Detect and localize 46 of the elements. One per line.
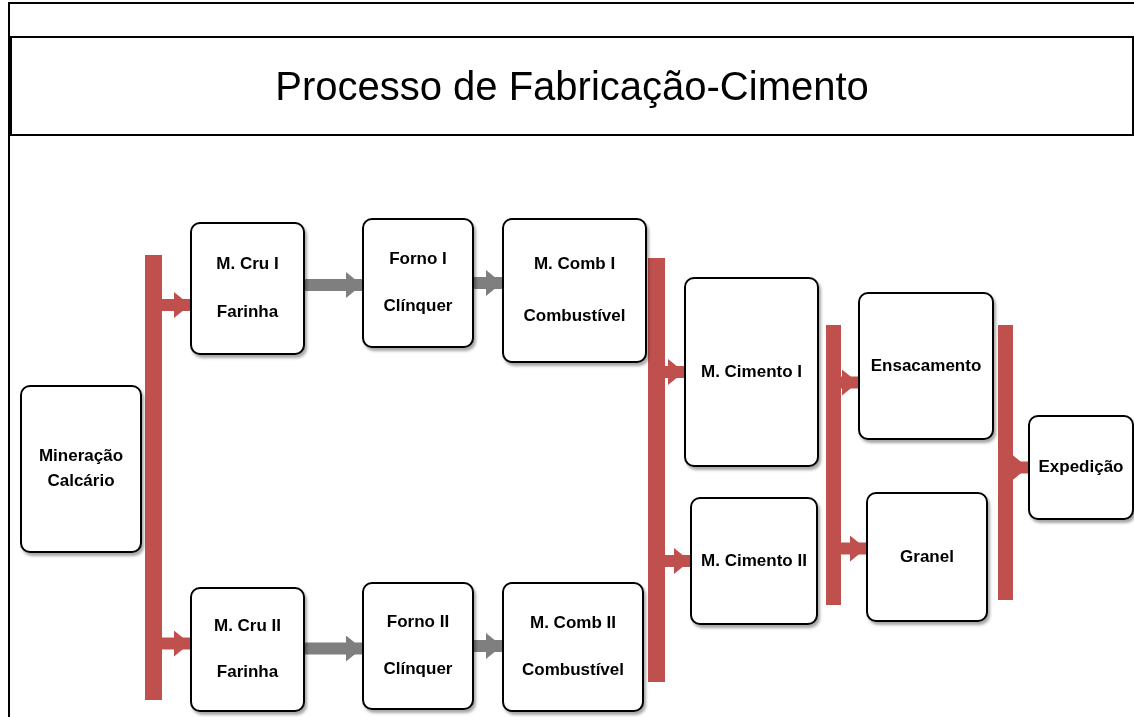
flow-bar <box>145 255 162 700</box>
arrow <box>474 270 502 296</box>
arrow <box>305 635 362 662</box>
node-label: M. Cimento II <box>701 549 807 572</box>
node-label: Forno I <box>389 247 447 270</box>
node-label: Clínquer <box>383 295 453 318</box>
arrow <box>665 359 684 385</box>
node-label: M. Cru II <box>213 615 282 638</box>
flow-bar <box>826 325 841 605</box>
node-label: M. Cimento I <box>700 360 803 383</box>
node-label: Mineração Calcário <box>37 445 125 492</box>
arrow <box>1012 454 1028 481</box>
diagram-title: Processo de Fabricação-Cimento <box>275 63 869 109</box>
node-label: Farinha <box>216 301 279 324</box>
node-label: Expedição <box>1038 456 1124 479</box>
process-box <box>866 492 988 622</box>
flow-bar <box>998 325 1013 600</box>
node-label: Combustível <box>522 659 624 682</box>
process-box <box>690 497 818 625</box>
process-box <box>362 582 474 710</box>
node-label: Farinha <box>216 661 279 684</box>
process-box <box>362 218 474 348</box>
process-box <box>858 292 994 440</box>
node-label: Ensacamento <box>870 354 982 377</box>
node-label: M. Comb I <box>533 252 616 275</box>
node-label: Combustível <box>523 305 626 328</box>
arrow <box>665 548 690 574</box>
process-box <box>20 385 142 553</box>
node-label: Forno II <box>386 611 450 634</box>
node-label: Granel <box>900 545 954 568</box>
process-box <box>190 222 305 355</box>
arrow <box>162 630 190 657</box>
arrow <box>841 535 866 562</box>
node-label: M. Cru I <box>216 252 279 275</box>
process-box <box>1028 415 1134 520</box>
process-box <box>502 582 644 712</box>
process-box <box>502 218 647 363</box>
arrow <box>305 272 362 298</box>
process-box <box>684 277 819 467</box>
node-label: Clínquer <box>383 658 453 681</box>
arrow <box>474 633 502 659</box>
flow-bar <box>648 258 665 682</box>
arrow <box>841 369 858 396</box>
process-box <box>190 587 305 712</box>
node-label: M. Comb II <box>530 611 616 634</box>
arrow <box>162 292 190 318</box>
